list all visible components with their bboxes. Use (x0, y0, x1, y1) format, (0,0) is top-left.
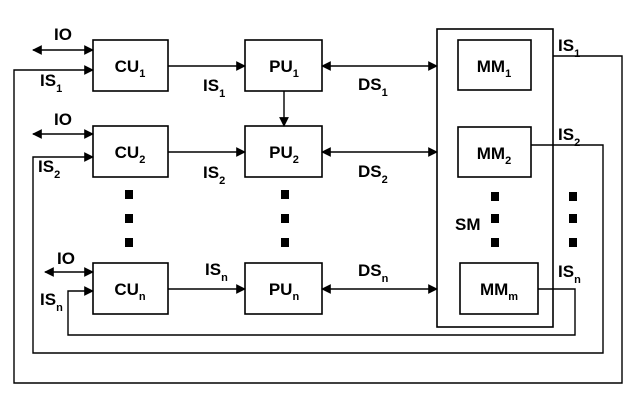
pu-n-label: PUn (269, 280, 300, 303)
sm-label: SM (455, 215, 481, 234)
mm-m-box (459, 262, 539, 315)
pu-continuation-dots (281, 190, 289, 247)
mm-2-box (457, 126, 532, 178)
io-n-label: IO (57, 249, 75, 268)
pu-2-label: PU2 (269, 143, 299, 166)
cu-2-box (92, 125, 169, 178)
is-left-1-label: IS1 (40, 71, 62, 95)
mm-continuation-dots (491, 192, 499, 247)
is-right-2-label: IS2 (558, 125, 580, 149)
is-left-2-label: IS2 (38, 157, 60, 181)
is-right-n-label: ISn (558, 262, 581, 286)
cu-1-label: CU1 (115, 57, 146, 80)
is-right-1-label: IS1 (558, 36, 580, 60)
is-1-loop (13, 55, 623, 384)
io-1-label: IO (54, 25, 72, 44)
is-cu-pu-2-label: IS2 (203, 163, 225, 187)
is-2-loop (32, 144, 604, 354)
cu-1-box (92, 39, 169, 92)
pu-1-label: PU1 (269, 57, 299, 80)
ds-n-label: DSn (358, 261, 389, 285)
cu-2-label: CU2 (115, 143, 146, 166)
is-n-loop (67, 286, 576, 336)
is-cu-pu-1-label: IS1 (203, 76, 225, 100)
mm-1-box (457, 39, 532, 91)
ds-1-label: DS1 (358, 75, 388, 99)
mm-m-label: MMm (480, 280, 518, 303)
ds-2-label: DS2 (358, 162, 388, 186)
is-left-n-label: ISn (40, 290, 63, 314)
cu-continuation-dots (125, 190, 133, 247)
pu-n-box (244, 262, 323, 315)
io-2-label: IO (54, 110, 72, 129)
is-cu-pu-n-label: ISn (205, 260, 228, 284)
cu-n-label: CUn (114, 280, 146, 303)
mm-1-label: MM1 (477, 57, 511, 80)
mm-2-label: MM2 (477, 144, 511, 167)
is-continuation-dots (569, 192, 577, 247)
